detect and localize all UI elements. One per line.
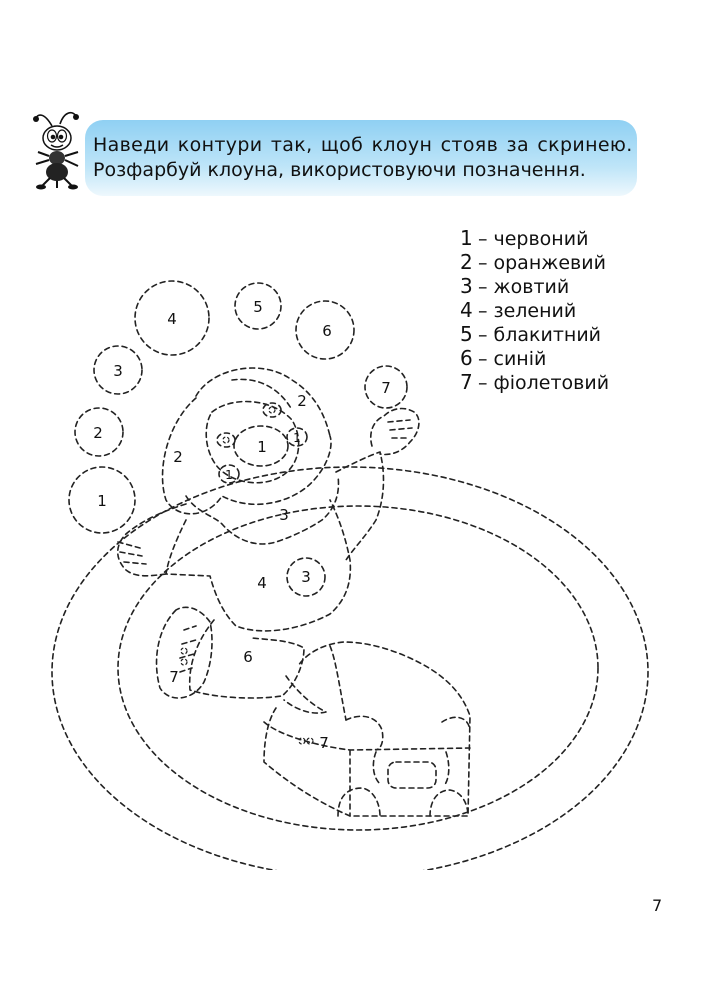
- legend-item: 6–синій: [460, 346, 609, 370]
- legend-number: 4: [460, 298, 473, 322]
- legend-color-name: блакитний: [493, 324, 602, 346]
- cheek-label-right: 1: [293, 431, 301, 445]
- clown-coloring-artwork: 1 2 3 4 5 6 7 2 2 1 1 1 3 4 3 6 7 7: [51, 280, 649, 870]
- clown-eye-left[interactable]: [216, 432, 236, 448]
- legend-number: 7: [460, 370, 473, 394]
- balloon-2-label: 2: [93, 424, 103, 442]
- legend-dash: –: [478, 324, 488, 346]
- shoe-label: 7: [169, 668, 179, 686]
- clown-face[interactable]: [161, 397, 332, 515]
- balloon-2[interactable]: [74, 407, 124, 457]
- clown-collar[interactable]: [185, 475, 340, 545]
- balloon-4-label: 4: [167, 310, 177, 328]
- balloon-7[interactable]: [364, 365, 408, 409]
- balloon-7-label: 7: [381, 379, 391, 397]
- legend-number: 1: [460, 226, 473, 250]
- clown-nose[interactable]: [233, 425, 289, 467]
- clown-arm-left[interactable]: [116, 503, 187, 577]
- hat-label: 2: [297, 392, 307, 410]
- legend-color-name: зелений: [493, 300, 577, 322]
- legend-item: 2–оранжевий: [460, 250, 609, 274]
- legend-color-name: жовтий: [493, 276, 570, 298]
- legend-number: 5: [460, 322, 473, 346]
- clown-arm-right[interactable]: [335, 451, 385, 561]
- legend-item: 3–жовтий: [460, 274, 609, 298]
- outer-ellipse: [51, 466, 649, 870]
- legend-color-name: оранжевий: [493, 252, 606, 274]
- legend-dash: –: [478, 252, 488, 274]
- balloon-5[interactable]: [234, 282, 282, 330]
- clown-eye-right[interactable]: [262, 402, 282, 418]
- legend-item: 5–блакитний: [460, 322, 609, 346]
- legend-dash: –: [478, 348, 488, 370]
- ant-mascot-icon: [33, 111, 79, 190]
- legend-dash: –: [478, 228, 488, 250]
- clown-cheek-right[interactable]: [286, 427, 308, 447]
- legend-color-name: червоний: [493, 228, 589, 250]
- legend-color-name: фіолетовий: [493, 372, 610, 394]
- balloon-6[interactable]: [295, 300, 355, 360]
- cheek-label-left: 1: [225, 468, 233, 482]
- legend-number: 2: [460, 250, 473, 274]
- instruction-box: Наведи контури так, щоб клоун стояв за с…: [85, 120, 637, 196]
- clown-shoe[interactable]: [155, 606, 213, 699]
- instruction-line-1: Наведи контури так, щоб клоун стояв за с…: [93, 134, 633, 156]
- trousers-label: 6: [243, 648, 253, 666]
- face-label: 2: [173, 448, 183, 466]
- legend-dash: –: [478, 300, 488, 322]
- legend-color-name: синій: [493, 348, 547, 370]
- chest-lock-label: 7: [319, 734, 329, 752]
- balloon-6-label: 6: [322, 322, 332, 340]
- color-legend: 1–червоний 2–оранжевий 3–жовтий 4–зелени…: [460, 226, 609, 394]
- legend-item: 1–червоний: [460, 226, 609, 250]
- legend-number: 6: [460, 346, 473, 370]
- clown-cheek-left[interactable]: [218, 464, 240, 484]
- balloon-5-label: 5: [253, 298, 263, 316]
- clown-trousers[interactable]: [188, 619, 305, 699]
- balloon-3[interactable]: [93, 345, 143, 395]
- legend-item: 7–фіолетовий: [460, 370, 609, 394]
- treasure-chest[interactable]: [263, 641, 471, 817]
- shirt-label: 4: [257, 574, 267, 592]
- legend-item: 4–зелений: [460, 298, 609, 322]
- nose-label: 1: [257, 438, 267, 456]
- clown-hand-right[interactable]: [369, 407, 420, 456]
- clown-pompom[interactable]: [286, 557, 326, 597]
- pompom-label: 3: [301, 568, 311, 586]
- inner-ellipse: [117, 505, 599, 831]
- balloon-1-label: 1: [97, 492, 107, 510]
- clown-hat[interactable]: [195, 367, 331, 437]
- collar-label: 3: [279, 506, 289, 524]
- balloon-1[interactable]: [68, 466, 136, 534]
- chest-lock[interactable]: [387, 761, 437, 789]
- page-number: 7: [652, 896, 663, 915]
- legend-dash: –: [478, 276, 488, 298]
- balloon-4[interactable]: [134, 280, 210, 356]
- legend-dash: –: [478, 372, 488, 394]
- balloon-3-label: 3: [113, 362, 123, 380]
- legend-number: 3: [460, 274, 473, 298]
- instruction-line-2: Розфарбуй клоуна, використовуючи позначе…: [93, 159, 586, 181]
